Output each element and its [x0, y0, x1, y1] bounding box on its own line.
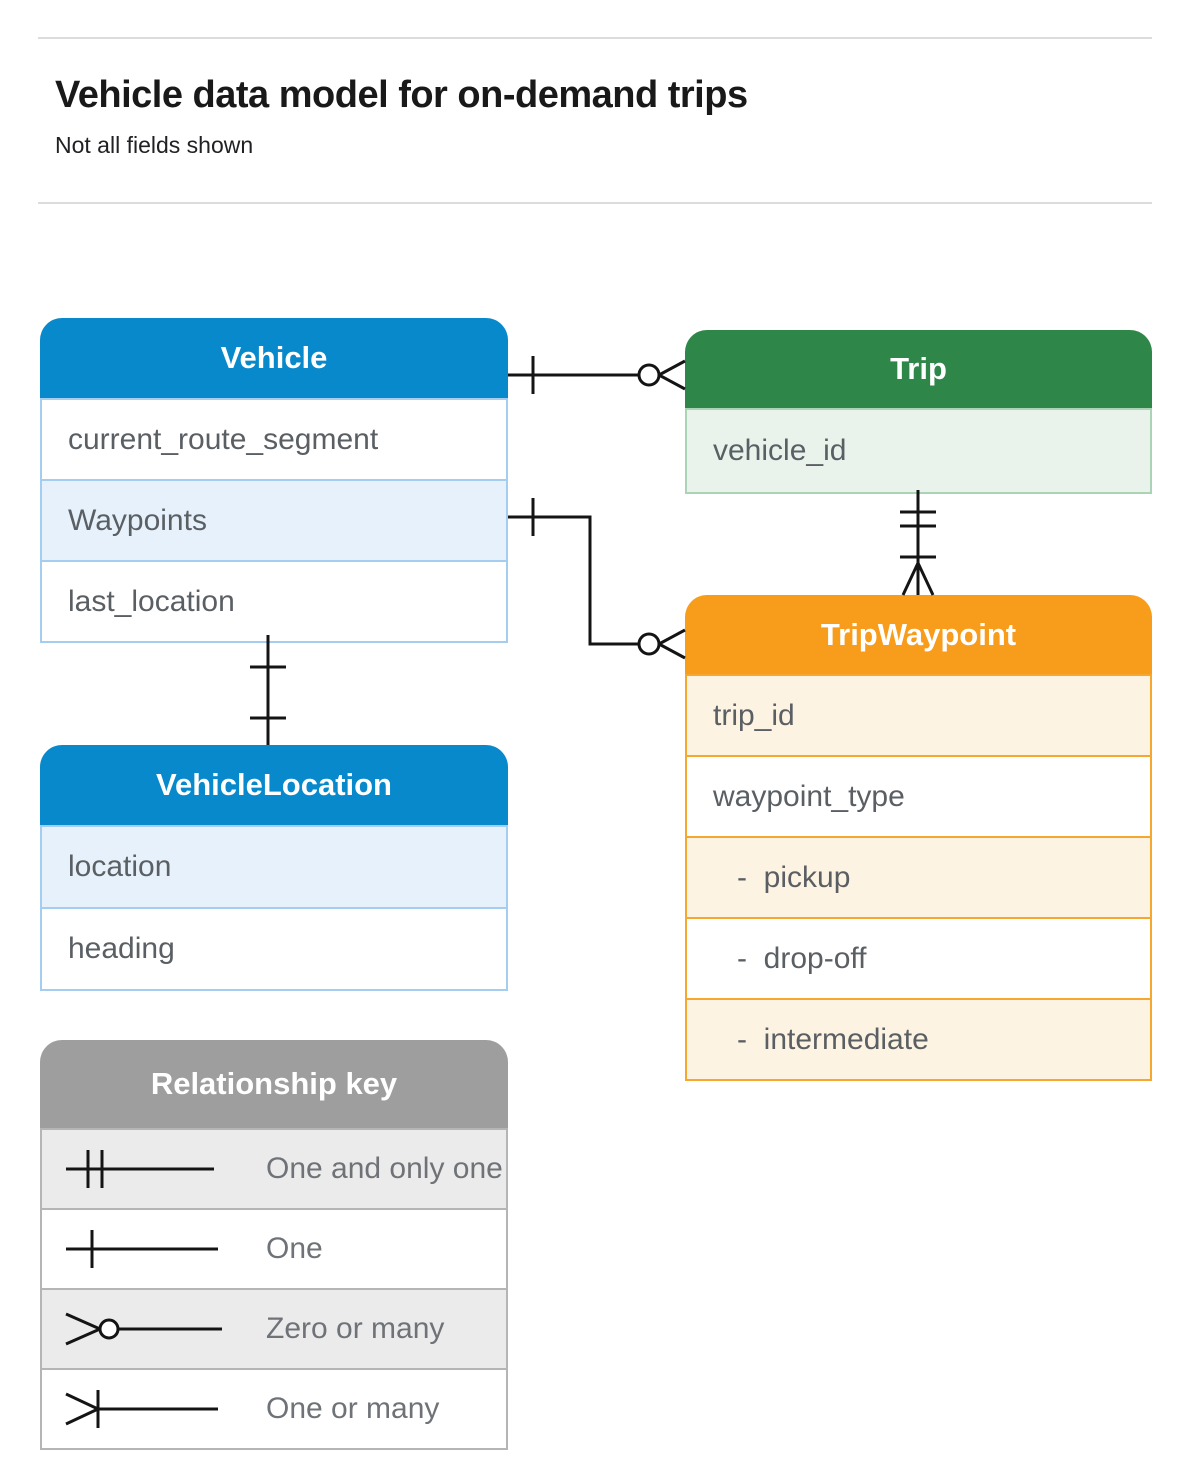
- field-waypoint-type-pickup: - pickup: [685, 838, 1152, 919]
- entity-tripwaypoint-body: trip_id waypoint_type - pickup - drop-of…: [685, 674, 1152, 1081]
- entity-trip: Trip vehicle_id: [685, 330, 1152, 494]
- entity-trip-body: vehicle_id: [685, 408, 1152, 494]
- one-or-many-icon: [65, 1390, 218, 1428]
- entity-vehiclelocation: VehicleLocation location heading: [40, 745, 508, 991]
- relationship-key-header: Relationship key: [40, 1040, 508, 1128]
- legend-label: One or many: [266, 1392, 440, 1425]
- legend-item-one: One: [40, 1210, 508, 1290]
- one-icon: [66, 1230, 218, 1268]
- field-location: location: [40, 825, 508, 909]
- legend-label: Zero or many: [266, 1312, 445, 1345]
- zero-or-many-icon: [65, 1312, 222, 1346]
- one-and-only-one-icon: [66, 1150, 214, 1188]
- legend-item-zero-or-many: Zero or many: [40, 1290, 508, 1370]
- legend-item-one-and-only-one: One and only one: [40, 1128, 508, 1210]
- field-waypoint-type-intermediate: - intermediate: [685, 1000, 1152, 1081]
- field-waypoint-type: waypoint_type: [685, 757, 1152, 838]
- field-heading: heading: [40, 909, 508, 991]
- page-title: Vehicle data model for on-demand trips: [55, 74, 748, 116]
- page-subtitle: Not all fields shown: [55, 132, 254, 158]
- entity-vehicle: Vehicle current_route_segment Waypoints …: [40, 318, 508, 643]
- legend-label: One: [266, 1232, 323, 1265]
- entity-vehiclelocation-body: location heading: [40, 825, 508, 991]
- connector-vehicle-waypoints-tripwaypoint: [508, 498, 686, 660]
- relationship-key-body: One and only one One Zero or many One or…: [40, 1128, 508, 1450]
- field-waypoints: Waypoints: [40, 481, 508, 562]
- entity-vehicle-body: current_route_segment Waypoints last_loc…: [40, 398, 508, 643]
- entity-tripwaypoint-header: TripWaypoint: [685, 595, 1152, 674]
- legend-item-one-or-many: One or many: [40, 1370, 508, 1450]
- legend-label: One and only one: [266, 1152, 503, 1185]
- divider-top: [38, 37, 1152, 39]
- connector-vehicle-trip: [508, 356, 686, 394]
- divider-header: [38, 202, 1152, 204]
- connector-vehicle-vehiclelocation: [250, 635, 286, 745]
- field-last-location: last_location: [40, 562, 508, 643]
- connector-trip-tripwaypoint: [900, 490, 936, 596]
- entity-trip-header: Trip: [685, 330, 1152, 408]
- entity-vehiclelocation-header: VehicleLocation: [40, 745, 508, 825]
- field-current-route-segment: current_route_segment: [40, 398, 508, 481]
- field-waypoint-type-drop-off: - drop-off: [685, 919, 1152, 1000]
- relationship-key: Relationship key One and only one One Ze…: [40, 1040, 508, 1450]
- field-vehicle-id: vehicle_id: [685, 408, 1152, 494]
- entity-vehicle-header: Vehicle: [40, 318, 508, 398]
- entity-tripwaypoint: TripWaypoint trip_id waypoint_type - pic…: [685, 595, 1152, 1081]
- field-trip-id: trip_id: [685, 674, 1152, 757]
